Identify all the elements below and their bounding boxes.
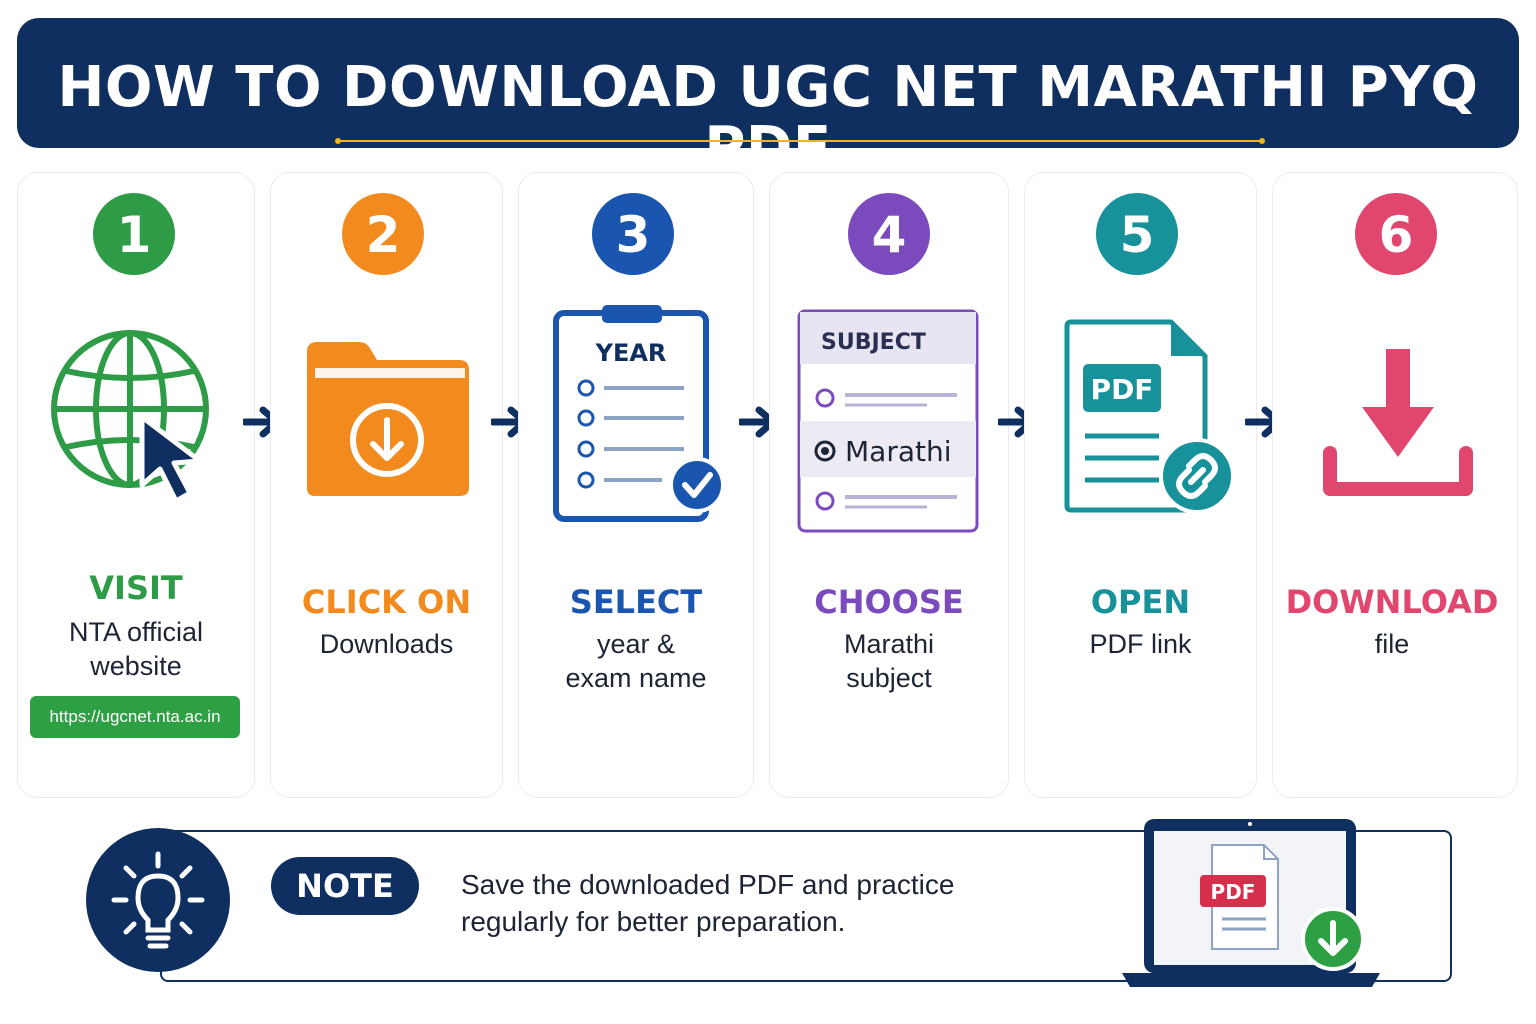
step-desc-2: Downloads (319, 629, 454, 659)
note-label: NOTE (271, 857, 419, 915)
lightbulb-icon (111, 851, 205, 949)
lightbulb-badge (86, 828, 230, 972)
header-divider (335, 138, 1265, 144)
pdf-label: PDF (1091, 373, 1154, 406)
pdf-link-icon: PDF (1064, 319, 1235, 514)
step-desc-5: PDF link (1089, 629, 1192, 659)
website-url-badge[interactable]: https://ugcnet.nta.ac.in (30, 696, 240, 738)
step-number-1: 1 (93, 193, 175, 275)
step-number-3: 3 (592, 193, 674, 275)
step-number-4: 4 (848, 193, 930, 275)
marathi-option: Marathi (845, 435, 952, 468)
laptop-pdf-label: PDF (1211, 880, 1256, 904)
step-title-2: CLICK ON (301, 583, 472, 621)
step-title-3: SELECT (569, 583, 703, 621)
step-title-5: OPEN (1090, 583, 1191, 621)
laptop-pdf-icon: PDF (1122, 819, 1380, 987)
year-label: YEAR (595, 339, 667, 367)
step-number-5: 5 (1096, 193, 1178, 275)
page-title: HOW TO DOWNLOAD UGC NET MARATHI PYQ PDF (57, 55, 1479, 180)
download-arrow-icon (1323, 349, 1473, 496)
step-desc-3: year & exam name (565, 629, 707, 693)
step-title-4: CHOOSE (814, 583, 964, 621)
step-number-6: 6 (1355, 193, 1437, 275)
header-banner: HOW TO DOWNLOAD UGC NET MARATHI PYQ PDF (17, 18, 1519, 178)
globe-cursor-icon (51, 330, 209, 504)
step-desc-6: file (1374, 629, 1410, 659)
step-title-6: DOWNLOAD (1285, 583, 1499, 621)
download-folder-icon (307, 342, 469, 496)
step-desc-1: NTA official website (68, 617, 204, 681)
step-desc-4: Marathi subject (843, 629, 935, 693)
step-title-1: VISIT (89, 569, 183, 607)
year-checklist-icon: YEAR (553, 305, 725, 522)
subject-label: SUBJECT (821, 330, 926, 355)
subject-select-icon: SUBJECT Marathi (797, 309, 979, 533)
step-number-2: 2 (342, 193, 424, 275)
note-text: Save the downloaded PDF and practice reg… (461, 869, 955, 937)
